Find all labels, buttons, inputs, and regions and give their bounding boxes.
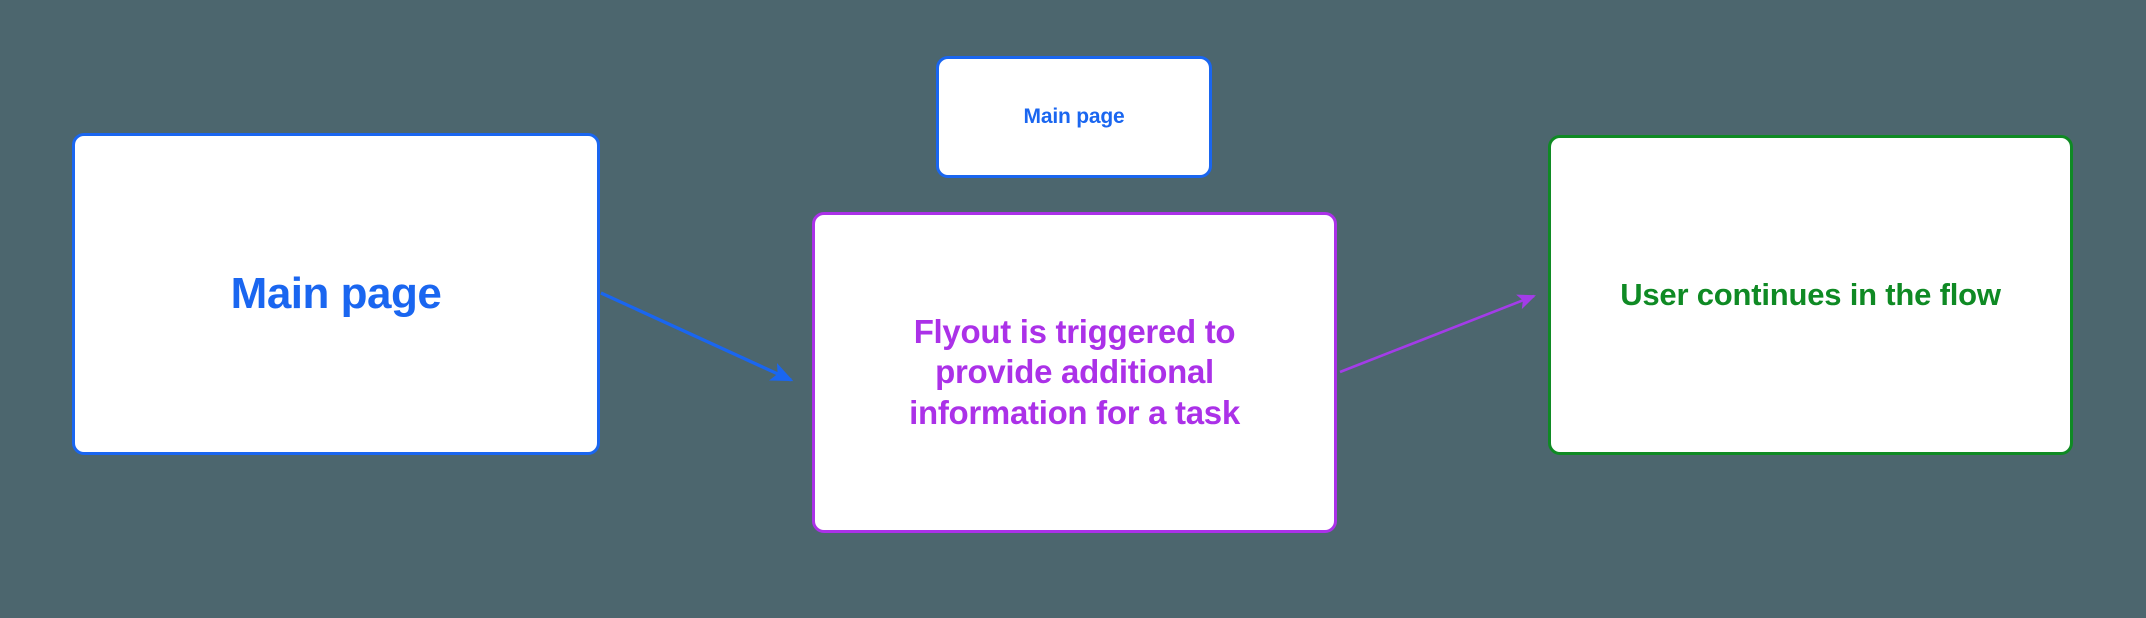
node-user-continues-label: User continues in the flow [1620, 277, 2001, 313]
node-main-page-small-label: Main page [1023, 105, 1125, 129]
node-flyout-label: Flyout is triggered to provide additiona… [909, 313, 1240, 431]
node-main-page-large[interactable]: Main page [72, 133, 600, 455]
edge-main-to-flyout [600, 291, 794, 382]
node-main-page-large-label: Main page [230, 269, 442, 319]
node-user-continues[interactable]: User continues in the flow [1548, 135, 2073, 455]
node-flyout[interactable]: Flyout is triggered to provide additiona… [812, 212, 1337, 533]
edge-flyout-to-user [1339, 294, 1536, 374]
node-main-page-small[interactable]: Main page [936, 56, 1212, 178]
